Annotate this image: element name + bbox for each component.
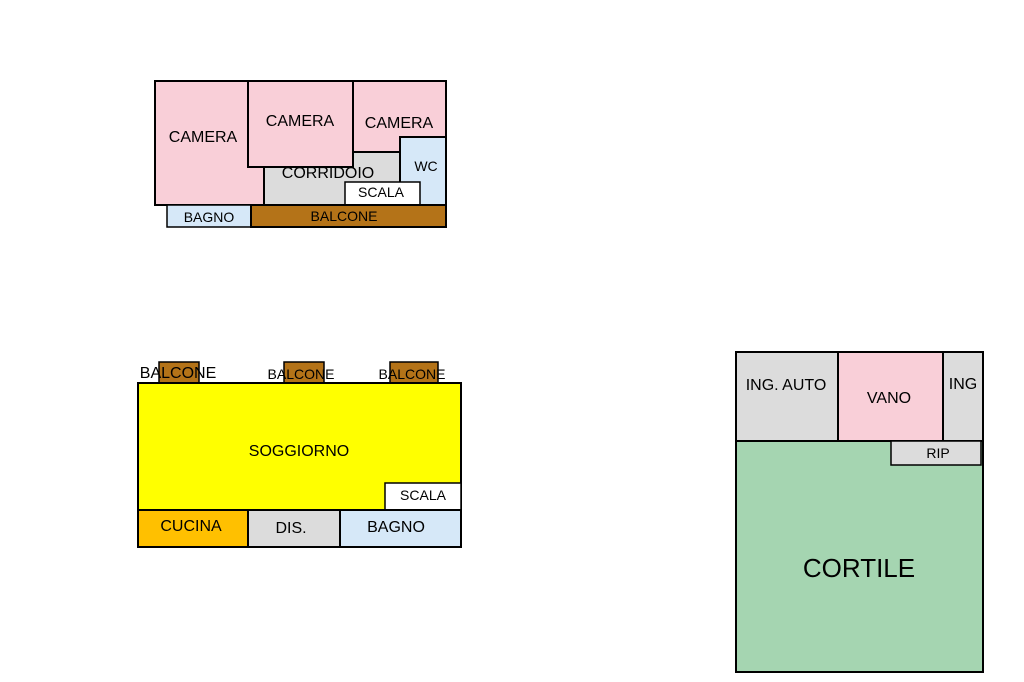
room-ing xyxy=(942,351,984,442)
label-scala: SCALA xyxy=(358,184,405,200)
label-balcone-2: BALCONE xyxy=(268,366,335,382)
plan-ground: ING. AUTO VANO ING RIP CORTILE xyxy=(735,351,984,673)
room-cortile xyxy=(735,440,984,673)
label-wc: WC xyxy=(414,158,437,174)
label-scala-bottom: SCALA xyxy=(400,487,447,503)
label-balcone-3: BALCONE xyxy=(379,366,446,382)
room-bagno-bottom xyxy=(339,509,462,548)
label-soggiorno: SOGGIORNO xyxy=(249,443,349,460)
label-vano: VANO xyxy=(867,390,911,407)
label-camera-right: CAMERA xyxy=(365,115,434,132)
room-scala-bottom xyxy=(384,482,462,511)
plan-bottom: BALCONE BALCONE BALCONE SOGGIORNO SCALA … xyxy=(137,361,462,548)
label-ing-auto: ING. AUTO xyxy=(746,377,827,394)
label-cortile: CORTILE xyxy=(803,553,915,583)
label-corridoio: CORRIDOIO xyxy=(282,165,374,182)
label-bagno: BAGNO xyxy=(184,209,235,225)
label-balcone-1: BALCONE xyxy=(140,365,216,382)
room-camera-middle xyxy=(247,80,354,168)
label-dis: DIS. xyxy=(275,520,306,537)
label-camera-middle: CAMERA xyxy=(266,113,335,130)
label-rip: RIP xyxy=(926,445,949,461)
label-bagno-bottom: BAGNO xyxy=(367,519,425,536)
room-balcone xyxy=(250,204,447,228)
room-ing-auto xyxy=(735,351,839,442)
label-cucina: CUCINA xyxy=(160,518,222,535)
label-ing: ING xyxy=(949,376,977,393)
label-camera-left: CAMERA xyxy=(169,129,238,146)
room-vano xyxy=(837,351,944,442)
room-cucina xyxy=(137,509,249,548)
room-camera-left xyxy=(154,80,265,206)
label-balcone: BALCONE xyxy=(311,208,378,224)
room-rip xyxy=(890,440,982,466)
plan-top: CAMERA CAMERA CAMERA CORRIDOIO WC SCALA … xyxy=(154,80,447,228)
